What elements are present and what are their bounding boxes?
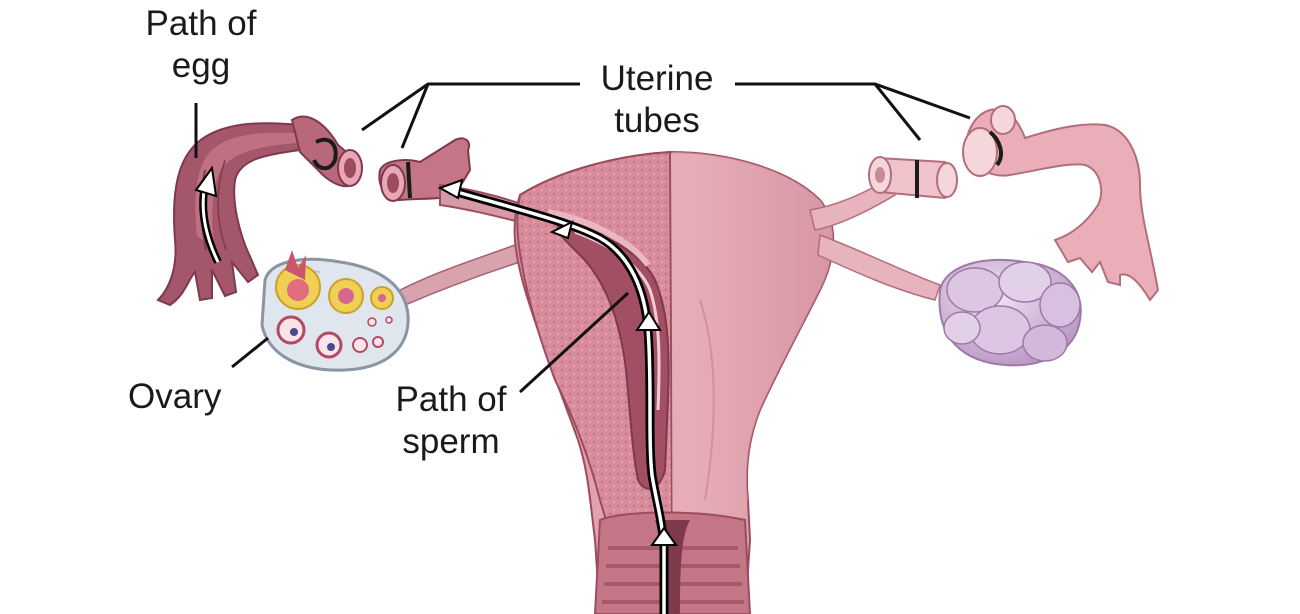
leader-uterine-tubes-right-2 xyxy=(873,83,922,141)
label-path-of-sperm: Path of sperm xyxy=(378,379,524,463)
label-path-of-egg-line2: egg xyxy=(171,46,231,85)
label-path-of-sperm-line1: Path of xyxy=(395,380,507,419)
right-ovarian-ligament xyxy=(817,233,941,301)
label-ovary-text: Ovary xyxy=(128,377,222,416)
label-path-of-egg: Path of egg xyxy=(136,3,266,87)
uterus xyxy=(513,150,835,614)
right-tube-cut-segment xyxy=(868,156,958,200)
label-uterine-tubes: Uterine tubes xyxy=(582,58,732,142)
label-path-of-egg-line1: Path of xyxy=(145,4,257,43)
label-uterine-tubes-line2: tubes xyxy=(614,101,700,140)
right-infundibulum xyxy=(962,105,1160,302)
leader-lines xyxy=(194,82,971,394)
right-ovary-intact xyxy=(938,258,1082,367)
label-uterine-tubes-line1: Uterine xyxy=(600,59,714,98)
leader-uterine-tubes-left-2 xyxy=(400,83,430,149)
leader-ovary xyxy=(231,336,269,369)
sperm-path-arrow xyxy=(437,178,678,614)
leader-uterine-tubes-right-1 xyxy=(735,82,971,120)
left-tube-cut-segment xyxy=(290,115,363,188)
leader-path-of-sperm xyxy=(518,291,630,394)
label-path-of-sperm-line2: sperm xyxy=(402,422,500,461)
leader-uterine-tubes-left-1 xyxy=(361,82,580,132)
label-ovary: Ovary xyxy=(128,376,254,418)
left-ovarian-ligament xyxy=(399,244,521,307)
left-ovary-section xyxy=(260,250,410,372)
egg-path-arrow xyxy=(194,165,222,264)
